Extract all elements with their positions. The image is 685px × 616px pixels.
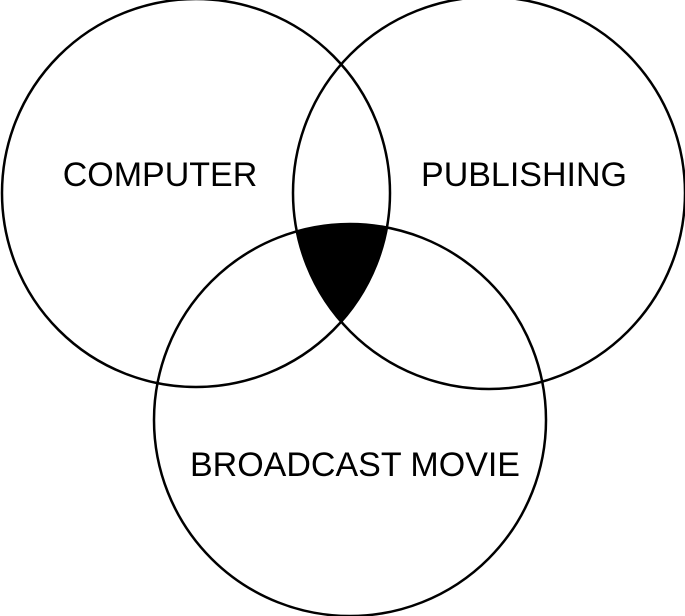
label-computer: COMPUTER <box>63 156 258 194</box>
circle-publishing <box>291 0 685 391</box>
circle-broadcast-movie <box>152 222 548 616</box>
triple-intersection-region <box>293 224 390 387</box>
circle-computer <box>0 0 392 389</box>
label-publishing: PUBLISHING <box>421 156 627 194</box>
label-broadcast-movie: BROADCAST MOVIE <box>190 446 520 484</box>
